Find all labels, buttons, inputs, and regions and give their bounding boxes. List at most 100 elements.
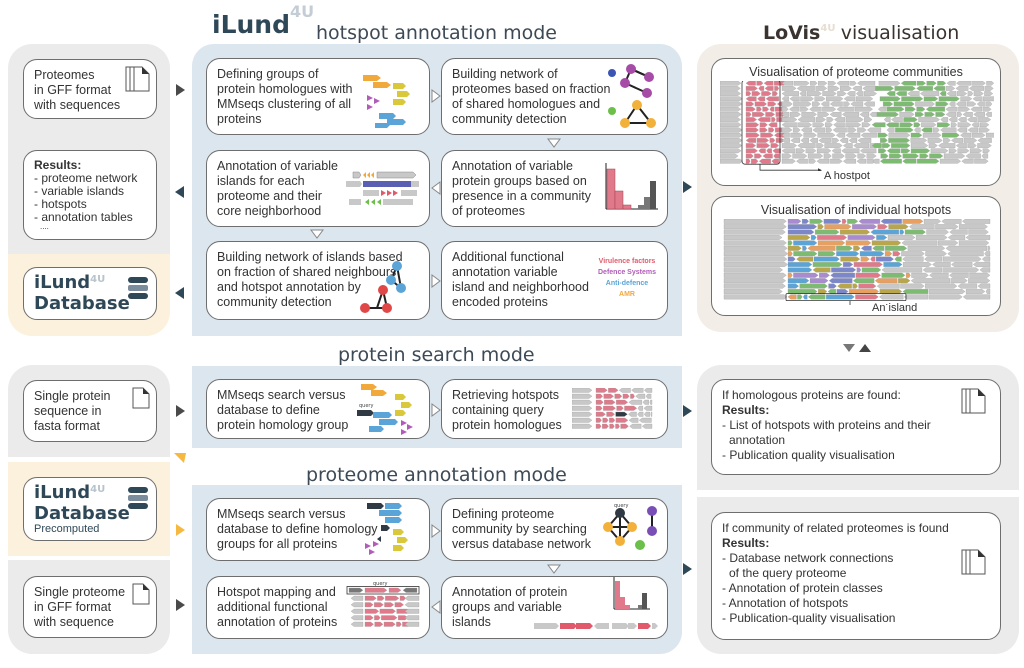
gene-arrow xyxy=(834,117,846,122)
step-line: community detection xyxy=(452,112,567,126)
gene-arrow xyxy=(827,86,840,91)
gene-arrow xyxy=(949,229,968,235)
proteome-annotation-mode-title: proteome annotation mode xyxy=(306,464,567,486)
gene-arrow xyxy=(606,411,615,417)
callout-arrowhead xyxy=(886,304,888,305)
gene-arrow xyxy=(745,132,760,138)
hotspots-visualisation-card: Visualisation of individual hotspots An … xyxy=(711,196,1001,316)
gene-arrow xyxy=(772,148,781,154)
gene-arrow xyxy=(860,245,872,251)
gene-arrow xyxy=(745,158,751,164)
gene-arrow xyxy=(950,278,968,284)
gene-arrow xyxy=(384,602,395,608)
gene-arrow xyxy=(880,219,902,224)
gene-arrow xyxy=(649,399,653,405)
gene-arrow xyxy=(757,117,771,122)
gene-arrow xyxy=(948,117,958,122)
gene-arrow xyxy=(812,101,821,107)
search-condition: If homologous proteins are found: xyxy=(722,388,901,402)
gene-arrow xyxy=(886,122,899,128)
gene-arrow xyxy=(938,96,960,102)
gene-arrow xyxy=(720,96,743,102)
gene-arrow xyxy=(350,608,364,614)
gene-arrow xyxy=(572,405,593,411)
gene-arrow xyxy=(770,143,780,148)
gene-arrow xyxy=(881,272,906,278)
gene-arrow xyxy=(797,143,816,148)
gene-arrow xyxy=(886,106,905,112)
gene-arrow xyxy=(817,251,836,257)
gene-arrow xyxy=(781,127,793,133)
gene-arrow xyxy=(763,81,774,86)
gene-arrow xyxy=(951,262,973,267)
arrow-left-outline-icon xyxy=(431,181,441,195)
single-protein-card: Single protein sequence in fasta format xyxy=(23,380,157,442)
gene-arrow xyxy=(793,251,818,257)
gene-arrow xyxy=(943,138,951,143)
gene-arrow xyxy=(951,138,964,143)
gene-arrow xyxy=(793,272,819,278)
gene-arrow xyxy=(723,267,783,273)
gene-arrow xyxy=(769,106,775,112)
arrow-right-icon xyxy=(176,524,185,536)
gene-arrow xyxy=(942,267,980,273)
gene-arrow xyxy=(916,86,933,91)
arrow-left-icon xyxy=(175,287,184,299)
gene-arrow xyxy=(602,423,609,429)
gene-arrow xyxy=(796,158,809,164)
database-card: iLund4U Database xyxy=(23,267,157,320)
gene-arrow xyxy=(745,101,755,107)
search-results-card: If homologous proteins are found: Result… xyxy=(711,379,1001,475)
arrow-down-outline-icon xyxy=(310,229,324,239)
gene-arrow xyxy=(781,132,790,138)
gene-arrow xyxy=(955,86,969,91)
gene-arrow xyxy=(848,289,880,294)
gene-arrow xyxy=(895,91,907,96)
gene-arrow xyxy=(968,143,977,148)
gene-arrow xyxy=(766,148,772,154)
gene-arrow xyxy=(781,148,796,154)
gene-arrow xyxy=(781,112,790,117)
gene-arrow xyxy=(903,294,929,300)
gene-arrow xyxy=(842,262,854,267)
input-line: fasta format xyxy=(34,419,100,433)
gene-arrow xyxy=(840,86,852,91)
gene-arrow xyxy=(723,283,786,289)
gene-arrow xyxy=(643,405,653,411)
gene-arrow xyxy=(927,138,943,143)
step-card: Annotation of protein groups and variabl… xyxy=(441,576,668,639)
gene-arrow xyxy=(915,112,924,117)
gene-arrow xyxy=(961,158,974,164)
gene-arrow xyxy=(843,158,856,164)
gene-arrow xyxy=(930,148,949,154)
gene-arrow xyxy=(757,96,766,102)
gene-arrow xyxy=(720,143,743,148)
gene-arrow xyxy=(810,235,817,240)
gene-arrow xyxy=(781,96,789,102)
gene-arrow xyxy=(852,283,858,289)
step-line: additional functional xyxy=(217,600,328,614)
gene-arrow xyxy=(772,91,778,96)
bidirectional-arrows-icon xyxy=(843,342,873,354)
step-line: containing query xyxy=(452,403,544,417)
gene-arrow xyxy=(798,122,813,128)
database-icon xyxy=(128,487,148,509)
gene-arrow xyxy=(962,112,973,117)
gene-arrow xyxy=(364,602,374,608)
step-line: on fraction of shared neighbours xyxy=(217,265,397,279)
gene-arrow xyxy=(973,112,985,117)
gene-arrow xyxy=(723,224,787,230)
database-icon xyxy=(128,277,148,299)
step-line: protein homology group xyxy=(217,418,349,432)
gene-arrow xyxy=(572,393,593,399)
gene-arrow xyxy=(960,132,972,138)
gene-arrow xyxy=(853,143,870,148)
gene-arrow xyxy=(622,393,630,399)
step-line: community detection xyxy=(217,295,332,309)
gene-arrow xyxy=(809,106,822,112)
gene-arrow xyxy=(720,106,741,112)
gene-arrow xyxy=(879,96,901,102)
gene-arrow xyxy=(937,81,947,86)
step-line: protein homologues with xyxy=(217,82,353,96)
gene-arrow xyxy=(891,143,911,148)
